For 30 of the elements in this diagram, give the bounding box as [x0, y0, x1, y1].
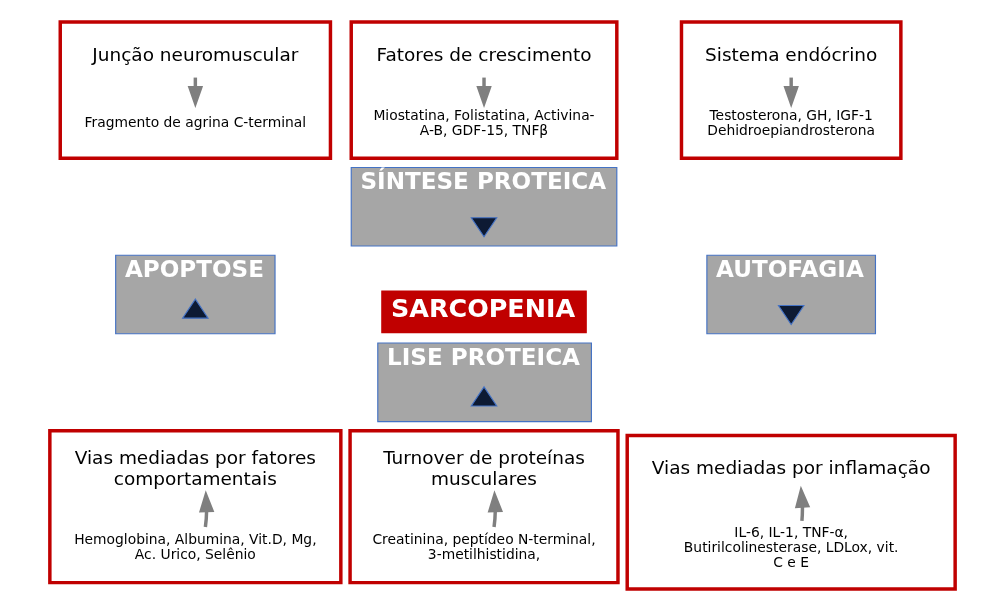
node-text: Miostatina, Folistatina, Activina-A-B, GDF-15, TNFβ [373, 106, 595, 138]
cluster [349, 20, 619, 160]
cluster: LISE PROTEICA [377, 342, 592, 423]
node-text: Vias mediadas por fatores comportamentais [74, 447, 316, 489]
arrow [783, 77, 799, 109]
node-down-arrow [470, 217, 498, 238]
cluster [625, 433, 957, 591]
cluster [58, 20, 333, 160]
node-up-arrow [470, 385, 498, 407]
node-text: Vias mediadas por inflamação [651, 457, 931, 479]
arrow [487, 490, 503, 528]
node-text: Fragmento de agrina C-terminal [84, 114, 307, 131]
node-text: Hemoglobina, Albumina, Vit.D, Mg, Ac. Urico, Selênio [74, 531, 317, 563]
cluster: AUTOFAGIA [706, 254, 877, 335]
cluster [48, 429, 343, 585]
cluster [679, 20, 903, 160]
cluster: SÍNTESE PROTEICA [350, 166, 618, 247]
node-text: Sistema endócrino [705, 44, 878, 66]
node-up-arrow [181, 298, 210, 319]
node-text: Turnover de proteínas musculares [383, 447, 585, 489]
node-down-arrow [777, 304, 805, 326]
node-text: Junção neuromuscular [92, 44, 299, 66]
cluster [348, 429, 620, 585]
arrow [476, 77, 492, 109]
node-box: SARCOPENIA [381, 290, 587, 334]
node-text: Testosterona, GH, IGF-1 Dehidroepiandrosterona [707, 106, 876, 138]
node-text: Creatinina, peptídeo N-terminal, 3-metilhistidina, [372, 531, 596, 563]
node-text: IL-6, IL-1, TNF-α, Butirilcolinesterase, LDLox, vit. C e E [683, 523, 899, 570]
node-text: Fatores de crescimento [376, 44, 592, 66]
cluster: APOPTOSE [115, 254, 276, 335]
